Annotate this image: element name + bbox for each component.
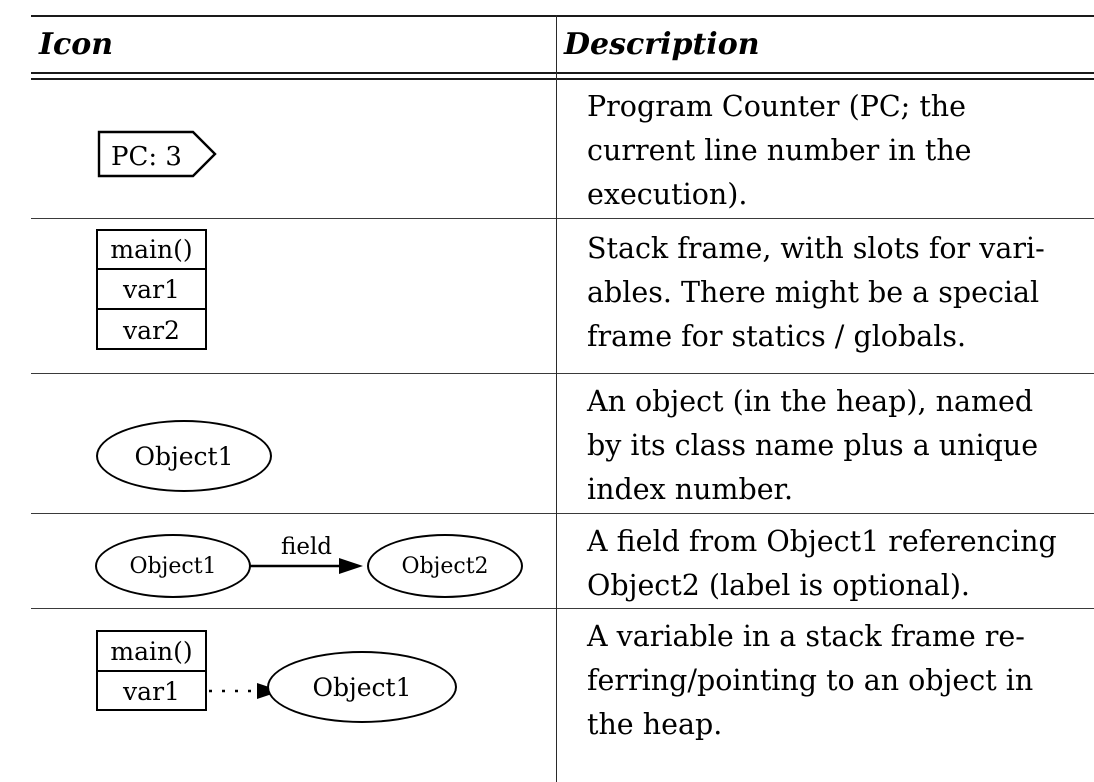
- description-object: An object (in the heap), named by its cl…: [587, 385, 1039, 506]
- header-rule-lower: [31, 78, 1094, 80]
- stack-frame-slot: var1: [123, 677, 180, 706]
- object-ellipse-target: Object2: [367, 534, 523, 598]
- icon-cell-object-reference: Object1 field Object2: [31, 513, 556, 608]
- object-ellipse-target: Object1: [267, 651, 457, 723]
- column-header-description: Description: [564, 27, 760, 62]
- table-top-rule: [31, 15, 1094, 17]
- icon-cell-object: Object1: [31, 373, 556, 513]
- stack-frame-slot: main(): [98, 231, 205, 270]
- icon-cell-variable-reference: main() var1 Object1: [31, 608, 556, 782]
- stack-frame-box: main() var1 var2: [96, 229, 207, 350]
- row-rule-4: [31, 608, 1094, 609]
- row-rule-2: [31, 373, 1094, 374]
- icon-cell-stack-frame: main() var1 var2: [31, 218, 556, 373]
- stack-frame-slot: var1: [98, 270, 205, 310]
- row-rule-3: [31, 513, 1094, 514]
- stack-frame-slot: var2: [123, 315, 180, 345]
- edge-label-field: field: [281, 534, 333, 560]
- description-stack-frame: Stack frame, with slots for vari- ables.…: [587, 232, 1045, 353]
- stack-frame-box: main() var1: [96, 630, 207, 711]
- description-variable-reference: A variable in a stack frame re- ferring/…: [587, 620, 1034, 741]
- reference-arrow-solid: [249, 558, 363, 574]
- column-header-icon: Icon: [39, 27, 114, 62]
- description-object-reference: A field from Object1 referencing Object2…: [587, 525, 1057, 602]
- icon-cell-pc: PC: 3: [31, 78, 556, 218]
- column-divider: [556, 15, 557, 782]
- row-rule-1: [31, 218, 1094, 219]
- pc-pointer-shape: [97, 130, 217, 178]
- object-ellipse-source: Object1: [95, 534, 251, 598]
- header-rule-upper: [31, 72, 1094, 74]
- stack-frame-slot: main(): [98, 632, 205, 672]
- object-ellipse: Object1: [96, 420, 272, 492]
- description-pc: Program Counter (PC; the current line nu…: [587, 90, 972, 211]
- pc-label: PC: 3: [111, 142, 182, 172]
